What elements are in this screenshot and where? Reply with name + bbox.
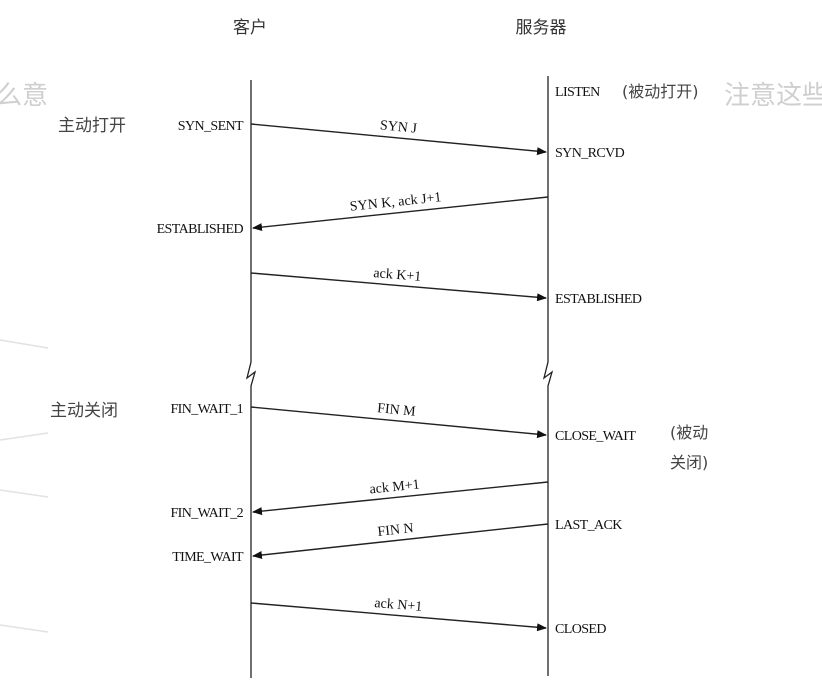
active-close-note: 主动关闭: [50, 401, 118, 421]
client-state-established: ESTABLISHED: [157, 222, 244, 237]
server-state-established: ESTABLISHED: [555, 292, 642, 307]
server-state-last-ack: LAST_ACK: [555, 518, 622, 533]
message-label: SYN J: [379, 118, 418, 136]
background-lines: [0, 339, 49, 633]
server-lifeline: [542, 76, 554, 676]
server-state-syn-rcvd: SYN_RCVD: [555, 146, 625, 161]
server-state-listen: LISTEN: [555, 85, 600, 100]
client-lifeline: [245, 80, 257, 678]
background-text-right: 注意这些: [724, 81, 822, 111]
arrow-ack-m: [252, 481, 549, 516]
message-label: FIN N: [377, 521, 415, 540]
server-state-close-wait: CLOSE_WAIT: [555, 429, 636, 444]
passive-close-note-line1: (被动: [670, 423, 708, 442]
message-label: ack K+1: [373, 266, 422, 285]
arrow-ack-k: [250, 272, 547, 302]
client-state-syn-sent: SYN_SENT: [178, 119, 244, 134]
client-state-fin-wait-2: FIN_WAIT_2: [170, 506, 243, 521]
arrow-ack-n: [250, 602, 547, 632]
client-header: 客户: [233, 18, 267, 38]
message-label: FIN M: [376, 401, 416, 420]
message-label: ack N+1: [374, 596, 423, 615]
arrow-syn-j: [250, 123, 547, 156]
message-label: ack M+1: [369, 478, 421, 498]
background-text-left: 么意: [0, 81, 48, 111]
passive-close-note-line2: 关闭): [670, 453, 708, 472]
active-open-note: 主动打开: [58, 116, 126, 136]
arrow-syn-k-ack: [252, 196, 549, 232]
client-state-fin-wait-1: FIN_WAIT_1: [170, 402, 243, 417]
server-header: 服务器: [516, 18, 567, 38]
arrow-fin-n: [252, 523, 549, 560]
passive-open-note: (被动打开): [622, 82, 699, 101]
arrow-fin-m: [250, 406, 547, 439]
server-state-closed: CLOSED: [555, 622, 606, 637]
message-label: SYN K, ack J+1: [349, 190, 442, 215]
client-state-time-wait: TIME_WAIT: [172, 550, 244, 565]
